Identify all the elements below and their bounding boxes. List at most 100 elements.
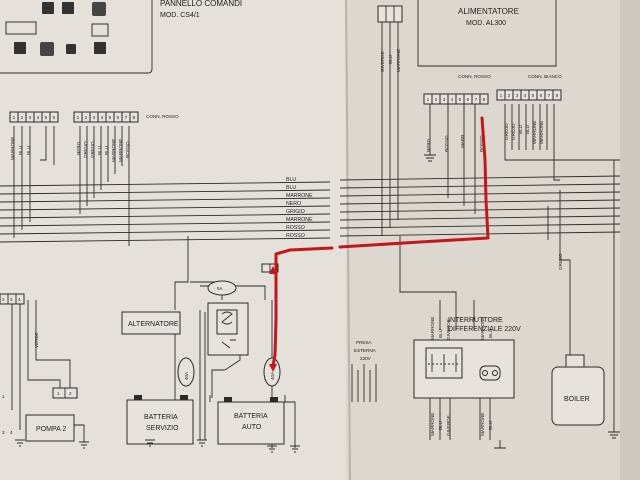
bus-wire-label: GRIGIO — [286, 209, 305, 215]
bus-wire-label: BLU — [286, 185, 296, 191]
highlighted-positive-wire — [271, 116, 490, 368]
bus-wire — [0, 197, 331, 203]
pin — [49, 111, 59, 123]
pin-number: 6 — [467, 97, 470, 102]
pin-number: 6 — [540, 93, 543, 98]
svg-text:4: 4 — [18, 297, 21, 302]
svg-text:ESTERNA: ESTERNA — [354, 348, 377, 353]
bus-wire — [0, 221, 331, 227]
bus-wire — [339, 215, 621, 221]
svg-text:AUTO: AUTO — [242, 424, 262, 431]
wire-label: MARRONE — [430, 317, 435, 340]
pin-number: 3 — [516, 93, 519, 98]
pin-number: 2 — [435, 97, 438, 102]
pin-number: 3 — [29, 115, 32, 120]
fuse-5a: 5A — [207, 280, 237, 296]
connector-c: 2 3 4 — [0, 293, 25, 305]
control-panel-box — [0, 0, 153, 74]
pin-number: 8 — [133, 115, 136, 120]
wire-label: GIVERDE — [446, 319, 451, 340]
svg-text:5A: 5A — [217, 286, 224, 291]
svg-text:POMPA 2: POMPA 2 — [36, 426, 66, 433]
bus-wire — [0, 213, 331, 219]
power-supply-wires — [399, 104, 620, 355]
svg-text:1: 1 — [57, 391, 60, 396]
edge-mark: 3 — [2, 430, 5, 435]
right-ground-symbols — [494, 160, 620, 449]
pin-number: 5 — [532, 93, 535, 98]
bus-wire-label: MARRONE — [286, 217, 313, 223]
boiler: BOILER — [551, 354, 605, 426]
pin-number: 7 — [548, 93, 551, 98]
bus-wire — [339, 223, 621, 229]
pin-number: 8 — [556, 93, 559, 98]
bus-wire — [339, 231, 621, 237]
pin-number: 1 — [500, 93, 503, 98]
bus-wire — [0, 181, 331, 187]
wire-label: BLU — [488, 421, 493, 430]
bus-wire — [339, 183, 621, 189]
control-panel-title: PANNELLO COMANDI — [160, 0, 242, 8]
wire-label: ROSSO — [479, 135, 484, 152]
wire-label: GRIGIO — [511, 123, 516, 140]
pin-number: 1 — [77, 115, 80, 120]
pin-number: 6 — [117, 115, 120, 120]
edge-mark: 1 — [2, 394, 5, 399]
svg-text:40A: 40A — [270, 371, 275, 380]
pin-number: 3 — [443, 97, 446, 102]
wire-label: GRIGIO — [504, 123, 509, 140]
wire-label: MARRONE — [480, 317, 485, 340]
bus-wire — [0, 189, 331, 195]
control-panel-model: MOD. CS4/1 — [160, 12, 200, 19]
power-supply-model: MOD. AL300 — [466, 20, 506, 27]
wire-label: MARRONE — [430, 413, 435, 436]
alternator: ALTERNATORE — [121, 311, 181, 335]
wire-bus — [0, 175, 621, 243]
bus-wire-label: BLU — [286, 177, 296, 183]
pin — [552, 89, 562, 101]
conn-rosso-label: CONN. ROSSO — [458, 74, 491, 79]
svg-text:BOILER: BOILER — [564, 396, 590, 403]
bus-wire-label: ROSSO — [286, 225, 305, 231]
wire-label: NERO — [76, 141, 81, 155]
wire-label: BLU — [388, 55, 393, 64]
pin — [479, 93, 489, 105]
wire-label-grigio: GRIGIO — [558, 253, 563, 270]
bus-wire — [339, 207, 621, 213]
power-supply-title: ALIMENTATORE — [458, 7, 519, 16]
power-supply-box — [417, 0, 557, 67]
wire-label: ROSSO — [125, 141, 130, 158]
battery-car: BATTERIA AUTO — [217, 397, 285, 445]
svg-text:40A: 40A — [184, 371, 189, 380]
pin-number: 4 — [101, 115, 104, 120]
right-edge-shadow — [620, 0, 640, 480]
pin-number: 5 — [459, 97, 462, 102]
wire-label: GRIGIO — [83, 141, 88, 158]
relay — [207, 302, 249, 356]
pin-number: 7 — [125, 115, 128, 120]
wire-label: MARRONE — [480, 413, 485, 436]
wire-label-verde: VERDE — [34, 332, 39, 348]
wire-label: BLU — [104, 146, 109, 155]
bus-wire — [0, 229, 331, 235]
fuse-40a-auto: 40A — [263, 357, 281, 387]
external-socket: PRESA ESTERNA 220V — [351, 340, 377, 402]
wire-label: BLU — [26, 146, 31, 155]
wire-label: GIVERDE — [380, 51, 385, 72]
wire-label: MARR. — [460, 133, 465, 148]
wire-label: MARRONE — [10, 137, 15, 160]
bus-wire — [339, 199, 621, 205]
pin-number: 4 — [451, 97, 454, 102]
bus-wire — [339, 191, 621, 197]
wire-label: NERO — [426, 138, 431, 152]
breaker-title-1: INTERRUTTORE — [448, 317, 503, 324]
pin-number: 2 — [85, 115, 88, 120]
wire-label: ROSSO — [444, 135, 449, 152]
bus-wire — [0, 237, 331, 243]
bus-wire-label: ROSSO — [286, 233, 305, 239]
pin-number: 4 — [37, 115, 40, 120]
